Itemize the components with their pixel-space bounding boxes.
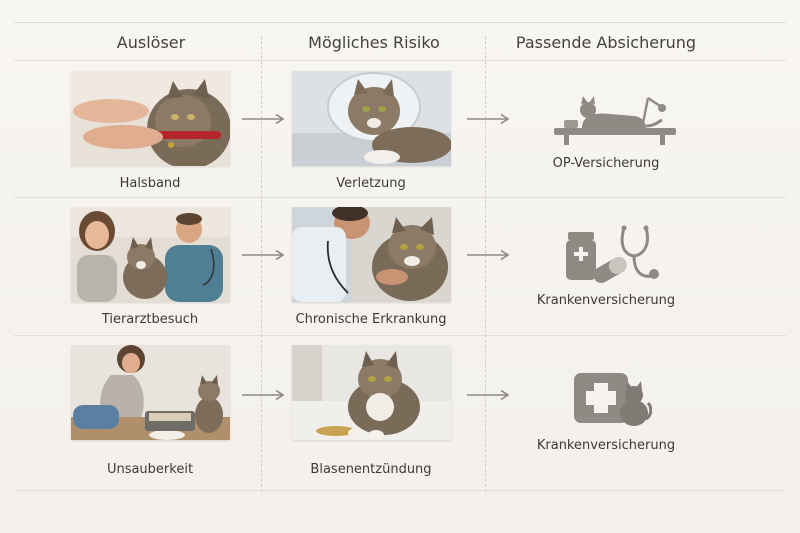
column-divider-2	[485, 36, 486, 492]
medication-stethoscope-icon	[566, 225, 659, 283]
row-divider-2	[14, 335, 786, 336]
arrow-right-icon	[242, 113, 285, 125]
medical-cross-cat-icon	[574, 373, 652, 426]
arrow-right-icon	[467, 389, 510, 401]
photo-chronic-illness	[292, 207, 451, 302]
coverage-label-3: Krankenversicherung	[536, 438, 676, 453]
caption-trigger-2: Tierarztbesuch	[101, 312, 199, 327]
photo-vet-visit	[71, 207, 230, 302]
arrow-right-icon	[467, 249, 510, 261]
header-coverage: Passende Absicherung	[515, 33, 697, 52]
bottom-divider	[14, 490, 786, 491]
row-divider-1	[14, 197, 786, 198]
arrow-right-icon	[242, 389, 285, 401]
caption-trigger-1: Halsband	[119, 176, 181, 191]
photo-injury	[292, 71, 451, 166]
caption-trigger-3: Unsauberkeit	[106, 462, 194, 477]
caption-risk-1: Verletzung	[336, 176, 406, 191]
photo-bladder-infection	[292, 345, 451, 440]
surgery-table-cat-icon	[554, 96, 676, 145]
arrow-right-icon	[242, 249, 285, 261]
header-risk: Mögliches Risiko	[308, 33, 440, 52]
header-trigger: Auslöser	[116, 33, 186, 52]
photo-uncleanliness	[71, 345, 230, 440]
header-divider	[14, 60, 786, 61]
top-divider	[14, 22, 786, 23]
arrow-right-icon	[467, 113, 510, 125]
coverage-label-2: Krankenversicherung	[536, 293, 676, 308]
caption-risk-3: Blasenentzündung	[310, 462, 432, 477]
caption-risk-2: Chronische Erkrankung	[295, 312, 447, 327]
photo-collar	[71, 71, 230, 166]
coverage-label-1: OP-Versicherung	[552, 156, 660, 171]
column-divider-1	[261, 36, 262, 492]
